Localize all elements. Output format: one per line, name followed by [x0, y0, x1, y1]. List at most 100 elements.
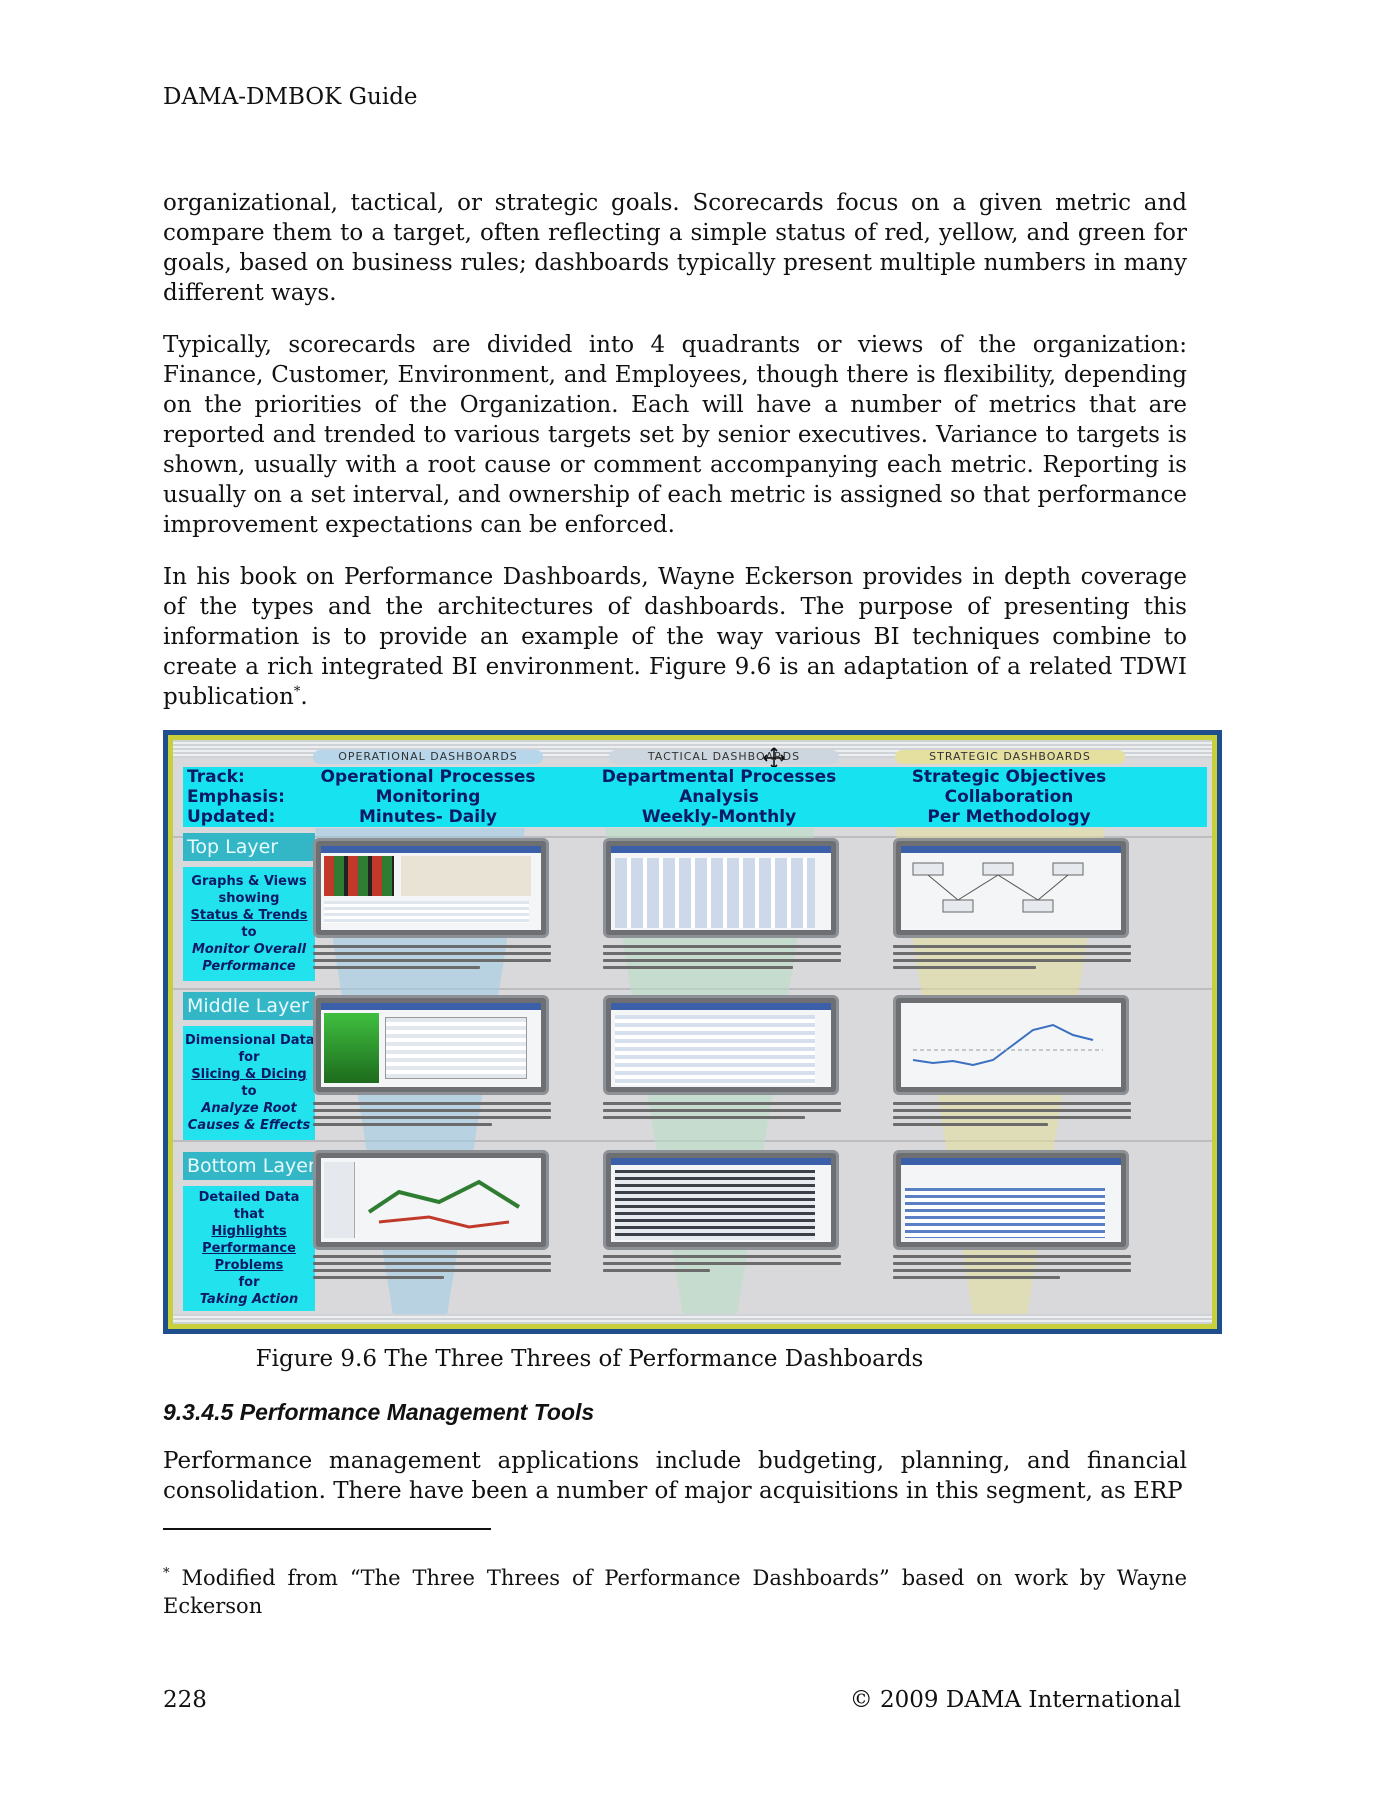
desc-line: Performance	[202, 1241, 296, 1256]
strategic-top-screenshot	[893, 838, 1129, 938]
middle-layer-block: Middle Layer Dimensional Data for Slicin…	[183, 992, 315, 1140]
thumbnail-screen	[901, 1158, 1121, 1242]
tab-strategic: STRATEGIC DASHBOARDS	[895, 750, 1125, 764]
report-thumbnail	[905, 1188, 1105, 1238]
desc-line: Highlights	[211, 1224, 287, 1239]
desc-line: Taking Action	[199, 1292, 299, 1307]
paragraph-3-text: In his book on Performance Dashboards, W…	[163, 564, 1187, 710]
operational-emphasis: Monitoring	[375, 787, 481, 807]
tactical-track: Departmental Processes	[601, 767, 837, 787]
sidebar-thumbnail	[324, 1162, 355, 1238]
strategic-middle-caption	[893, 1102, 1131, 1130]
desc-line: Detailed Data	[198, 1190, 300, 1205]
desc-line: Analyze Root	[201, 1101, 297, 1116]
operational-middle-screenshot	[313, 995, 549, 1095]
operational-bottom-caption	[313, 1255, 551, 1283]
page-number: 228	[163, 1687, 207, 1713]
footnote-text: Modified from “The Three Threes of Perfo…	[163, 1566, 1187, 1618]
column-tactical: Departmental Processes Analysis Weekly-M…	[599, 767, 839, 827]
operational-middle-caption	[313, 1102, 551, 1130]
paragraph-3: In his book on Performance Dashboards, W…	[163, 562, 1187, 712]
strategic-bottom-screenshot	[893, 1150, 1129, 1250]
label-emphasis: Emphasis:	[187, 787, 285, 807]
middle-layer-title: Middle Layer	[183, 992, 315, 1020]
operational-top-caption	[313, 945, 551, 973]
strategy-map-thumbnail	[912, 862, 1084, 913]
row-labels: Track: Emphasis: Updated:	[187, 767, 285, 827]
thumbnail-titlebar	[321, 846, 541, 853]
desc-line: Slicing & Dicing	[191, 1067, 307, 1082]
thumbnail-screen	[611, 846, 831, 930]
figure-canvas: OPERATIONAL DASHBOARDS TACTICAL DASHBOAR…	[173, 740, 1212, 1324]
top-layer-block: Top Layer Graphs & Views showing Status …	[183, 833, 315, 981]
thumbnail-screen	[901, 846, 1121, 930]
footnote: * Modified from “The Three Threes of Per…	[163, 1564, 1187, 1620]
strategic-track: Strategic Objectives	[911, 767, 1107, 787]
desc-line: Causes & Effects	[187, 1118, 311, 1133]
label-updated: Updated:	[187, 807, 276, 827]
desc-line: to	[241, 1084, 257, 1099]
desc-line: Dimensional Data	[185, 1033, 315, 1048]
table-thumbnail	[615, 1015, 815, 1085]
top-layer-title: Top Layer	[183, 833, 315, 861]
dashboards-figure: OPERATIONAL DASHBOARDS TACTICAL DASHBOAR…	[163, 730, 1222, 1334]
treemap-thumbnail	[324, 1013, 379, 1083]
column-strategic: Strategic Objectives Collaboration Per M…	[889, 767, 1129, 827]
thumbnail-titlebar	[901, 1158, 1121, 1165]
thumbnail-screen	[321, 846, 541, 930]
thumbnail-screen	[611, 1158, 831, 1242]
tactical-middle-screenshot	[603, 995, 839, 1095]
top-layer-description: Graphs & Views showing Status & Trends t…	[183, 867, 315, 981]
thumbnail-screen	[321, 1158, 541, 1242]
thumbnail-screen	[321, 1003, 541, 1087]
desc-line: that	[233, 1207, 265, 1222]
paragraph-1: organizational, tactical, or strategic g…	[163, 190, 1187, 306]
desc-line: for	[238, 1050, 260, 1065]
paragraph-4: Performance management applications incl…	[163, 1448, 1187, 1504]
figure-inner-border: OPERATIONAL DASHBOARDS TACTICAL DASHBOAR…	[168, 735, 1217, 1329]
heatmap-thumbnail	[324, 856, 394, 896]
strategic-top-caption	[893, 945, 1131, 973]
chart-thumbnail	[385, 1017, 527, 1079]
desc-line: Monitor Overall	[191, 942, 307, 957]
tactical-bottom-caption	[603, 1255, 841, 1276]
thumbnail-screen	[901, 1003, 1121, 1087]
tactical-middle-caption	[603, 1102, 841, 1123]
thumbnail-titlebar	[321, 1003, 541, 1010]
body-text-bottom: Performance management applications incl…	[163, 1446, 1187, 1528]
figure-caption: Figure 9.6 The Three Threes of Performan…	[255, 1346, 924, 1372]
operational-top-screenshot	[313, 838, 549, 938]
paragraph-3-end: .	[300, 684, 308, 710]
thumbnail-titlebar	[901, 846, 1121, 853]
route-map-thumbnail	[367, 1179, 521, 1229]
tactical-bottom-screenshot	[603, 1150, 839, 1250]
footnote-reference[interactable]: *	[293, 684, 301, 700]
strategic-bottom-caption	[893, 1255, 1131, 1283]
desc-line: Status & Trends	[190, 908, 308, 923]
footer-stripes	[173, 1314, 1212, 1324]
tactical-updated: Weekly-Monthly	[641, 807, 797, 827]
move-cursor-icon	[763, 747, 785, 769]
thumbnail-titlebar	[611, 1003, 831, 1010]
tactical-emphasis: Analysis	[679, 787, 759, 807]
tactical-top-screenshot	[603, 838, 839, 938]
tactical-top-caption	[603, 945, 841, 973]
tab-tactical: TACTICAL DASHBOARDS	[609, 750, 839, 764]
paragraph-2: Typically, scorecards are divided into 4…	[163, 332, 1187, 538]
table-thumbnail	[615, 858, 815, 928]
operational-bottom-screenshot	[313, 1150, 549, 1250]
chart-thumbnail	[324, 901, 529, 923]
section-heading: 9.3.4.5 Performance Management Tools	[163, 1399, 595, 1425]
operational-track: Operational Processes	[320, 767, 536, 787]
body-text-top: organizational, tactical, or strategic g…	[163, 188, 1187, 734]
footnote-divider	[163, 1528, 491, 1530]
footnote-marker: *	[163, 1566, 170, 1581]
bottom-layer-title: Bottom Layer	[183, 1152, 316, 1180]
bottom-layer-block: Bottom Layer Detailed Data that Highligh…	[183, 1152, 316, 1311]
desc-line: Graphs & Views	[191, 874, 307, 889]
tab-operational: OPERATIONAL DASHBOARDS	[313, 750, 543, 764]
trend-chart-thumbnail	[912, 1023, 1103, 1067]
desc-line: Performance	[202, 959, 296, 974]
desc-line: to	[241, 925, 257, 940]
column-operational: Operational Processes Monitoring Minutes…	[308, 767, 548, 827]
